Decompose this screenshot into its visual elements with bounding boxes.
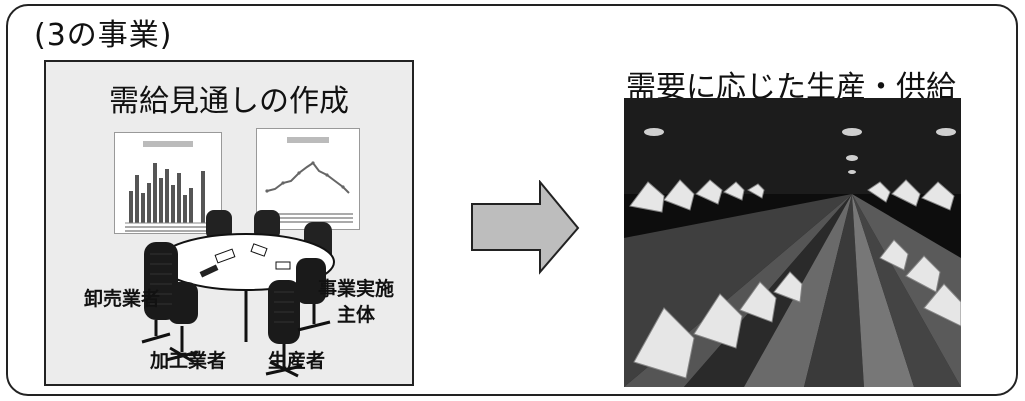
role-wholesaler: 卸売業者 (84, 288, 161, 310)
panel-title-forecast: 需給見通しの作成 (109, 84, 349, 119)
role-implementer-line2: 主体 (337, 304, 376, 326)
meeting-table-icon (141, 210, 335, 378)
line-chart-illustration (265, 137, 353, 223)
bar-chart-card (114, 132, 222, 234)
role-implementer: 事業実施 主体 (318, 276, 394, 328)
role-processor: 加工業者 (150, 350, 227, 372)
poultry-house-photo (624, 98, 961, 387)
role-producer: 生産者 (268, 350, 326, 372)
right-arrow-icon (471, 180, 580, 275)
section-title: (3の事業) (34, 18, 173, 53)
left-panel: 需給見通しの作成 (44, 60, 414, 386)
bar-chart-illustration (125, 141, 215, 232)
role-implementer-line1: 事業実施 (318, 278, 395, 300)
